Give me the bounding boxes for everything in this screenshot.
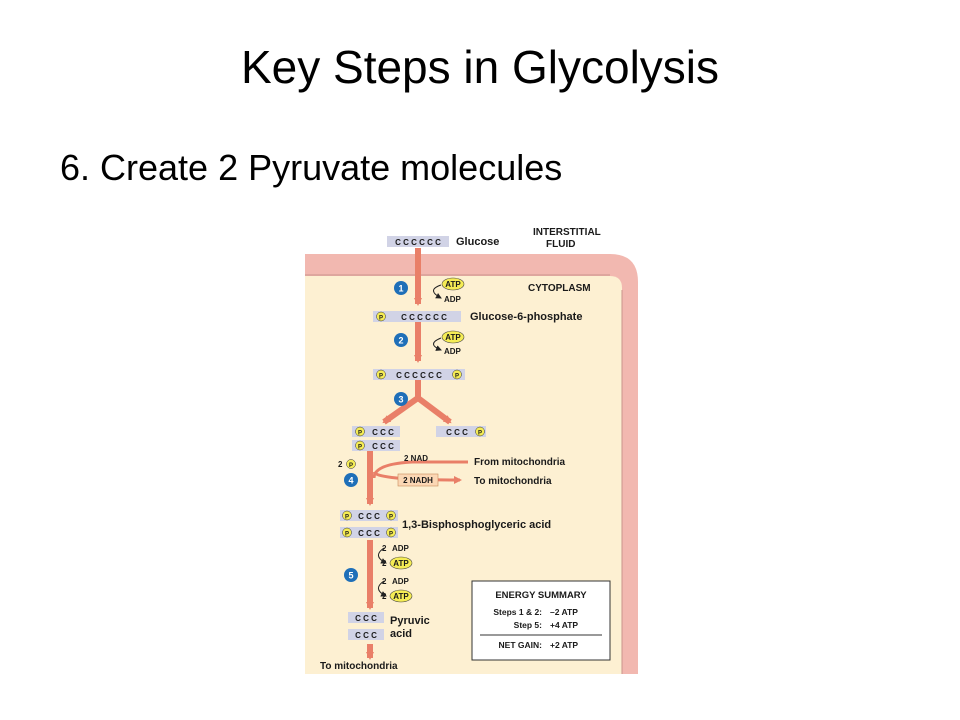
- interstitial-label: INTERSTITIAL: [533, 227, 601, 238]
- svg-text:5: 5: [348, 571, 353, 581]
- energy-summary-title: ENERGY SUMMARY: [495, 590, 587, 601]
- svg-text:P: P: [345, 532, 349, 538]
- svg-text:2: 2: [382, 544, 387, 553]
- g6p-chain: [373, 311, 461, 322]
- svg-text:ATP: ATP: [393, 559, 409, 568]
- svg-text:2: 2: [382, 592, 387, 601]
- two-p-label: 2: [338, 460, 343, 469]
- to-mitochondria-label: To mitochondria: [474, 476, 552, 487]
- bpg-label: 1,3-Bisphosphoglyceric acid: [402, 519, 551, 531]
- svg-text:2: 2: [382, 577, 387, 586]
- svg-text:C C C: C C C: [358, 512, 380, 521]
- svg-text:P: P: [345, 515, 349, 521]
- svg-text:P: P: [349, 463, 353, 469]
- slide-title: Key Steps in Glycolysis: [240, 41, 720, 93]
- bpg-chain-2: [340, 527, 398, 538]
- atp-badge: [389, 589, 413, 603]
- svg-text:P: P: [478, 431, 482, 437]
- fluid-label-text: FLUID: [546, 239, 575, 250]
- nadh-box: [397, 473, 439, 487]
- svg-text:1: 1: [398, 284, 403, 294]
- step-2-circle: [394, 333, 408, 347]
- fbp-chain: [373, 369, 465, 380]
- svg-text:C C C: C C C: [372, 442, 394, 451]
- atp-badge: [441, 330, 465, 344]
- summary-row-label: Steps 1 & 2:: [493, 607, 542, 617]
- three-carbon-chain-right: [436, 426, 486, 437]
- bpg-chain-1: [340, 510, 398, 521]
- step-3-circle: [394, 392, 408, 406]
- adp-label: ADP: [444, 347, 462, 356]
- svg-text:C C C: C C C: [358, 529, 380, 538]
- svg-text:C C C: C C C: [355, 631, 377, 640]
- cytoplasm-label: CYTOPLASM: [528, 283, 591, 294]
- svg-text:C C C: C C C: [446, 428, 468, 437]
- pyruvate-chain-2: [348, 629, 384, 640]
- svg-text:ATP: ATP: [393, 592, 409, 601]
- step-4-circle: [344, 473, 358, 487]
- svg-text:2: 2: [382, 559, 387, 568]
- g6p-label: Glucose-6-phosphate: [470, 311, 582, 323]
- from-mitochondria-label: From mitochondria: [474, 457, 566, 468]
- svg-text:2: 2: [398, 336, 403, 346]
- summary-row-value: +4 ATP: [550, 620, 578, 630]
- step-5-circle: [344, 568, 358, 582]
- svg-text:C C C C C C: C C C C C C: [396, 371, 442, 380]
- svg-text:3: 3: [398, 395, 403, 405]
- net-gain-label: NET GAIN:: [499, 640, 543, 650]
- step-1-circle: [394, 281, 408, 295]
- adp-label: ADP: [392, 544, 410, 553]
- svg-text:P: P: [379, 316, 383, 322]
- svg-text:P: P: [358, 431, 362, 437]
- svg-text:P: P: [455, 374, 459, 380]
- net-gain-value: +2 ATP: [550, 640, 578, 650]
- three-carbon-chain-converted: [352, 440, 400, 451]
- svg-text:ATP: ATP: [445, 333, 461, 342]
- svg-text:C C C C C C: C C C C C C: [401, 313, 447, 322]
- glycolysis-diagram: INTERSTITIAL FLUID CYTOPLASM C C C C C C…: [305, 227, 638, 674]
- pathway-arrows: [366, 248, 468, 660]
- adp-label: ADP: [444, 295, 462, 304]
- pyruvate-chain-1: [348, 612, 384, 623]
- nad-label: 2 NAD: [404, 454, 428, 463]
- atp-badge: [441, 277, 465, 291]
- to-mitochondria-bottom-label: To mitochondria: [320, 661, 398, 672]
- svg-text:2 NADH: 2 NADH: [403, 476, 433, 485]
- svg-text:P: P: [389, 532, 393, 538]
- svg-text:C C C: C C C: [372, 428, 394, 437]
- svg-text:C C C C C C: C C C C C C: [395, 238, 441, 247]
- svg-text:C C C: C C C: [355, 614, 377, 623]
- svg-text:P: P: [358, 445, 362, 451]
- svg-text:P: P: [389, 515, 393, 521]
- summary-row-value: –2 ATP: [550, 607, 578, 617]
- adp-label: ADP: [392, 577, 410, 586]
- acid-label: acid: [390, 628, 412, 640]
- atp-badge: [389, 556, 413, 570]
- summary-row-label: Step 5:: [514, 620, 543, 630]
- energy-summary-box: ENERGY SUMMARY Steps 1 & 2: –2 ATP Step …: [471, 580, 611, 661]
- svg-text:4: 4: [348, 476, 353, 486]
- glucose-label: Glucose: [456, 236, 499, 248]
- pyruvic-label: Pyruvic: [390, 615, 430, 627]
- svg-text:P: P: [379, 374, 383, 380]
- three-carbon-chain-left: [352, 426, 400, 437]
- svg-text:ATP: ATP: [445, 280, 461, 289]
- slide-bullet: 6. Create 2 Pyruvate molecules: [60, 147, 563, 188]
- glucose-chain: [387, 236, 449, 247]
